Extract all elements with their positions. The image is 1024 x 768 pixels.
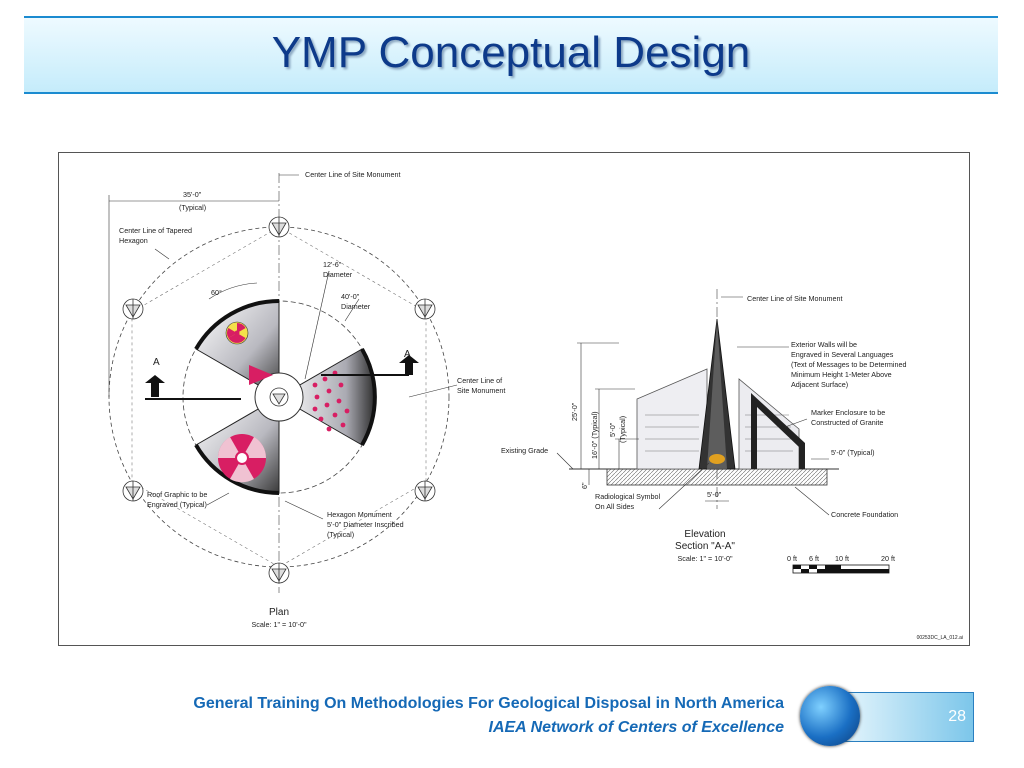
dot-pattern — [312, 370, 350, 432]
section-arrow-left — [145, 375, 241, 400]
label-elev-title-1: Elevation — [684, 529, 725, 540]
radiation-symbol-small — [225, 321, 249, 345]
label-section-a-right: A — [404, 349, 411, 360]
label-tapered-hex-2: Hexagon — [119, 236, 148, 245]
label-dim-5h: 5'-0" (Typical) — [831, 448, 874, 457]
label-dia-40-1: 40'-0" — [341, 292, 360, 301]
left-wall-engraving — [645, 414, 699, 452]
label-dim-6: 6" — [580, 482, 589, 489]
radiological-symbol-marker — [709, 454, 725, 464]
label-radio-sym-1: Radiological Symbol — [595, 492, 661, 501]
label-center-line-top: Center Line of Site Monument — [305, 170, 401, 179]
label-angle-60: 60° — [211, 288, 222, 297]
label-plan-scale: Scale: 1" = 10'-0" — [251, 620, 306, 629]
globe-icon — [800, 686, 860, 746]
label-dim-5v-typ: (Typical) — [618, 416, 627, 443]
label-elev-center-line: Center Line of Site Monument — [747, 294, 843, 303]
drawing-svg: Center Line of Site Monument 35'-0" (Typ… — [108, 170, 963, 641]
footer-course-title: General Training On Methodologies For Ge… — [193, 695, 784, 712]
label-typical: (Typical) — [179, 203, 206, 212]
concrete-foundation — [606, 468, 828, 486]
label-ext-walls-5: Adjacent Surface) — [791, 380, 848, 389]
wedge-right-wall — [360, 348, 377, 446]
label-hex-mon-2: 5'-0" Diameter Inscribed — [327, 520, 404, 529]
file-code: 00253DC_LA_012.ai — [917, 635, 963, 641]
elevation-dimensions — [556, 296, 830, 516]
label-tapered-hex-1: Center Line of Tapered — [119, 226, 192, 235]
label-dim-35: 35'-0" — [183, 190, 202, 199]
label-hex-mon-3: (Typical) — [327, 530, 354, 539]
label-elev-scale: Scale: 1" = 10'-0" — [677, 554, 732, 563]
page-number: 28 — [948, 708, 966, 725]
label-roof-graphic-2: Engraved (Typical) — [147, 500, 207, 509]
label-dia-12-1: 12'-6" — [323, 260, 342, 269]
hexagon-monuments — [122, 216, 436, 584]
scale-bar-10: 10 ft — [835, 554, 849, 563]
left-wall — [636, 368, 708, 470]
label-center-line-right-2: Site Monument — [457, 386, 505, 395]
label-marker-1: Marker Enclosure to be — [811, 408, 885, 417]
arrow-marker — [249, 365, 273, 385]
wedge-upper-left-wall — [194, 299, 280, 351]
plan-view: Center Line of Site Monument 35'-0" (Typ… — [108, 170, 505, 629]
label-dim-5v: 5'-0" — [608, 422, 617, 437]
right-wall — [738, 378, 800, 470]
label-section-a-left: A — [153, 357, 160, 368]
slide-title: YMP Conceptual Design — [271, 28, 751, 77]
footer-network-name: IAEA Network of Centers of Excellence — [488, 719, 785, 736]
page-badge: 28 — [800, 686, 976, 746]
scale-bar-0: 0 ft — [787, 554, 797, 563]
label-ext-walls-1: Exterior Walls will be — [791, 340, 857, 349]
label-ext-walls-3: (Text of Messages to be Determined — [791, 360, 906, 369]
scale-bar — [792, 564, 890, 574]
label-ext-walls-4: Minimum Height 1-Meter Above — [791, 370, 892, 379]
section-arrow-right — [321, 355, 419, 376]
marker-enclosure — [751, 393, 805, 469]
label-dim-16: 16'-0" (Typical) — [590, 412, 599, 459]
title-banner: YMP Conceptual Design — [24, 16, 998, 94]
label-dia-12-2: Diameter — [323, 270, 353, 279]
scale-bar-20: 20 ft — [881, 554, 895, 563]
label-radio-sym-2: On All Sides — [595, 502, 635, 511]
label-elev-title-2: Section "A-A" — [675, 541, 735, 552]
design-drawing: Center Line of Site Monument 35'-0" (Typ… — [58, 152, 970, 646]
label-dia-40-2: Diameter — [341, 302, 371, 311]
label-marker-2: Constructed of Granite — [811, 418, 883, 427]
plan-dimensions — [108, 174, 458, 520]
label-dim-5b: 5'-0" — [707, 490, 722, 499]
label-center-line-right-1: Center Line of — [457, 376, 502, 385]
wedge-lower-left-wall — [194, 443, 280, 495]
label-plan-title: Plan — [269, 607, 289, 618]
label-ext-walls-2: Engraved in Several Languages — [791, 350, 894, 359]
label-existing-grade: Existing Grade — [501, 446, 548, 455]
elevation-view: Center Line of Site Monument Exterior Wa… — [501, 289, 963, 641]
label-concrete: Concrete Foundation — [831, 510, 898, 519]
label-dim-25: 25'-0" — [570, 402, 579, 421]
label-roof-graphic-1: Roof Graphic to be — [147, 490, 207, 499]
label-hex-mon-1: Hexagon Monument — [327, 510, 392, 519]
spire-highlight — [707, 319, 727, 469]
radiation-symbol-large — [217, 434, 267, 483]
scale-bar-6: 6 ft — [809, 554, 819, 563]
